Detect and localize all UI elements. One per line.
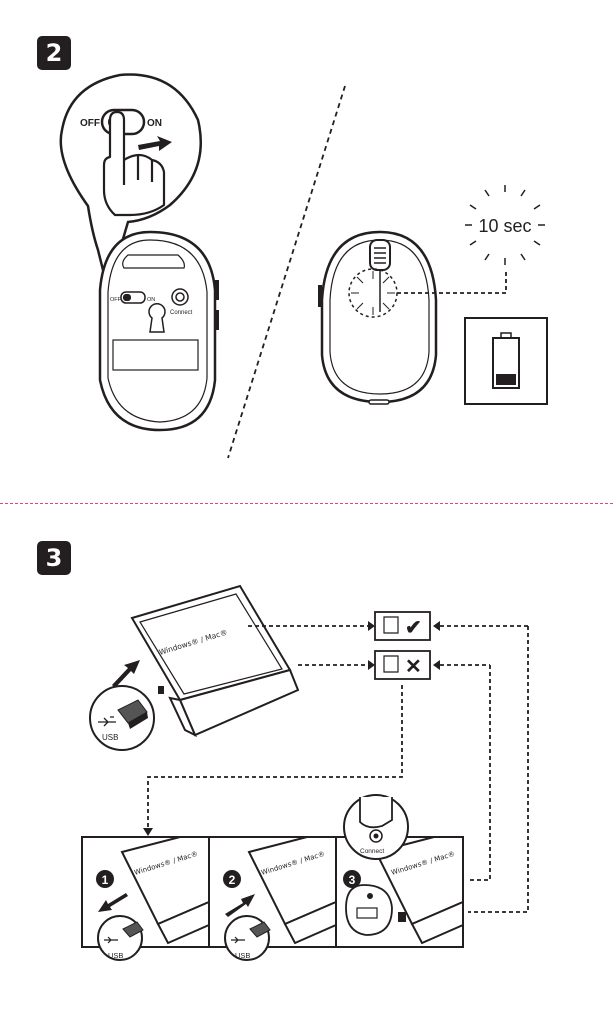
timer-10-sec-icon: 10 sec [465, 185, 545, 265]
timer-label: 10 sec [478, 216, 531, 236]
panel-3-press-connect: Windows® / Mac® 3 Connect [343, 795, 463, 943]
fail-x-icon: ✕ [405, 656, 422, 678]
remove-arrow-icon [98, 893, 128, 912]
section-divider [0, 503, 613, 504]
low-battery-indicator [465, 318, 547, 404]
scroll-wheel [370, 240, 390, 270]
usb-label: USB [102, 733, 118, 742]
panel-3-connect-label: Connect [360, 848, 384, 855]
keyhole-icon [149, 304, 165, 332]
pairing-success-box: ✔ [375, 612, 430, 640]
switch-off-label: OFF [80, 118, 100, 129]
laptop-main: Windows® / Mac® [132, 586, 298, 735]
switch-on-label: ON [147, 118, 162, 129]
mouse-top-view [318, 232, 436, 404]
step-3-illustration: Windows® / Mac® USB ✔ ✕ [0, 530, 613, 1010]
mouse-bottom-view: OFF ON Connect [100, 232, 219, 430]
panel-1-remove-receiver: Windows® / Mac® 1 USB [96, 837, 209, 960]
insert-arrow-icon [112, 660, 140, 688]
small-switch-off-label: OFF [110, 297, 122, 303]
connect-label-bottom: Connect [170, 310, 193, 316]
panel-2-insert-receiver: Windows® / Mac® 2 USB [223, 837, 336, 960]
panel-2-number: 2 [229, 873, 236, 887]
success-check-icon: ✔ [405, 617, 422, 639]
small-mouse-icon [346, 885, 392, 935]
panel-2-usb-label: USB [235, 951, 250, 960]
panel-3-number: 3 [349, 873, 356, 887]
panel-1-number: 1 [102, 873, 109, 887]
insert-arrow-icon-2 [225, 894, 255, 917]
usb-receiver-callout: USB [90, 686, 154, 750]
panel-1-usb-label: USB [108, 951, 123, 960]
small-switch-on-label: ON [147, 297, 155, 303]
step-2-illustration: OFF ON OFF ON Connect [0, 0, 613, 500]
battery-fill [496, 374, 516, 385]
connect-button-bottom [172, 289, 188, 305]
pairing-fail-box: ✕ [375, 651, 430, 679]
